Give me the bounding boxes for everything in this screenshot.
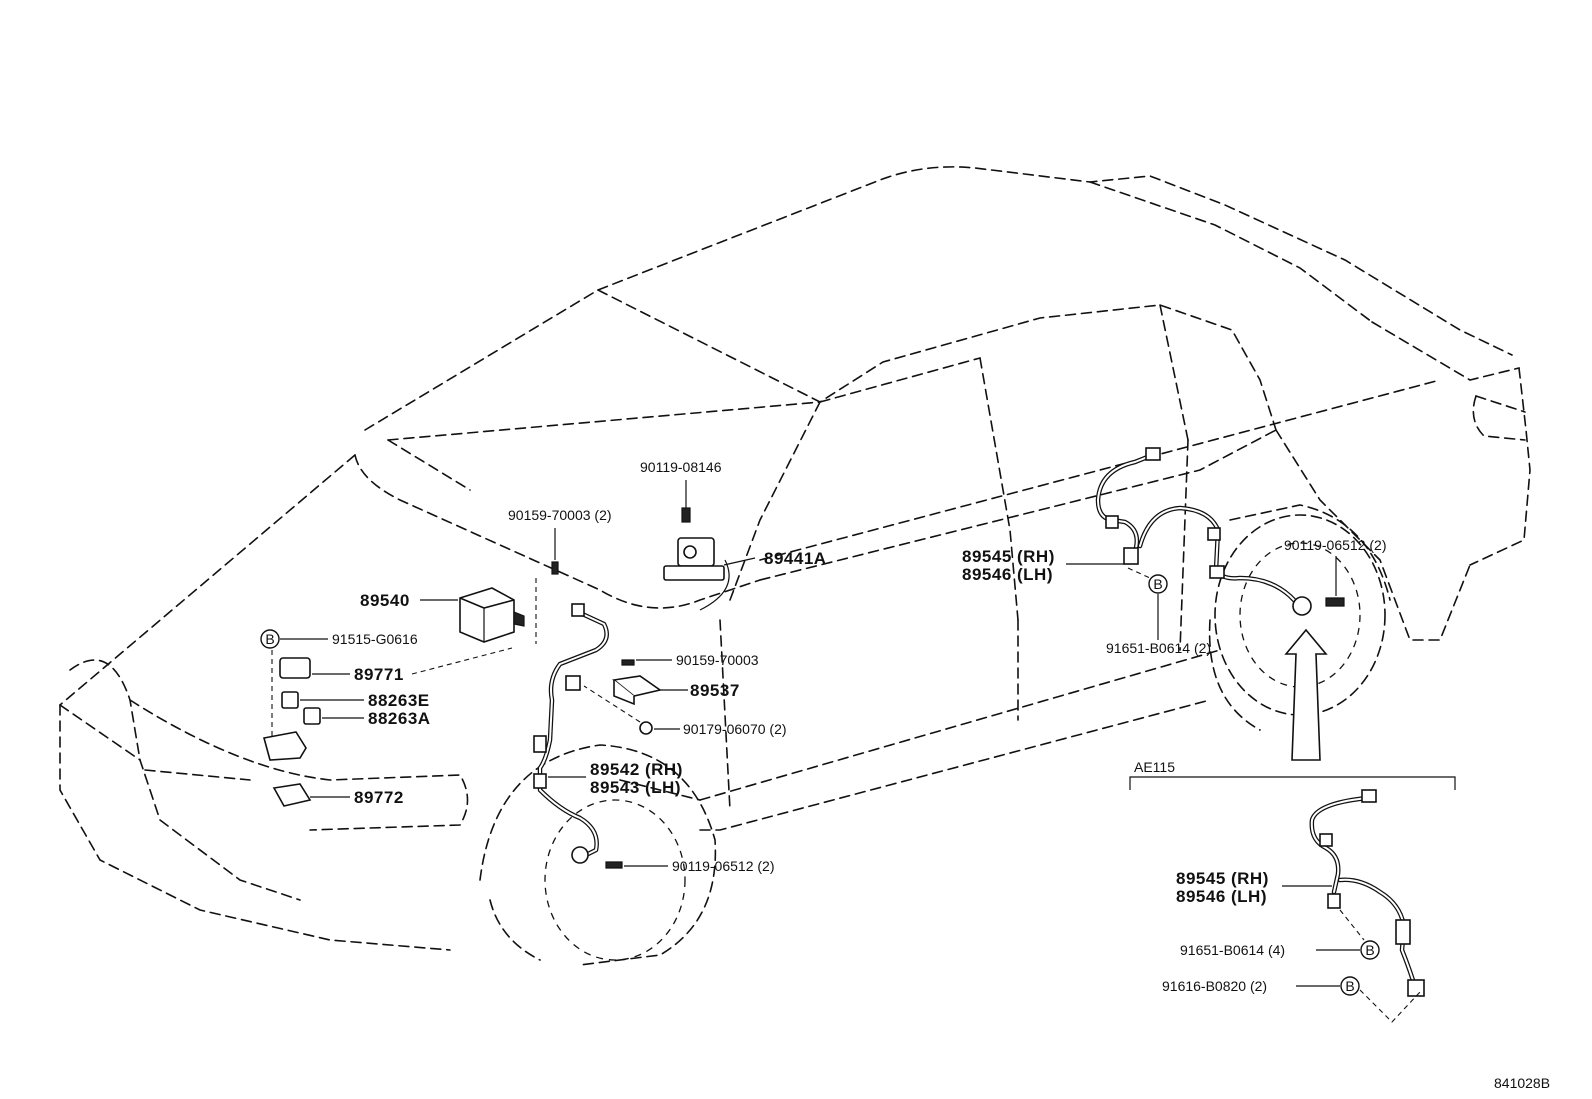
label-90159-70003-2: 90159-70003 (2)	[508, 507, 612, 523]
label-88263E: 88263E	[368, 691, 430, 710]
label-89441A: 89441A	[764, 549, 827, 568]
relay-89537: 89537	[612, 675, 740, 706]
inset-title: AE115	[1134, 759, 1175, 775]
inset-label-89546-lh: 89546 (LH)	[1176, 887, 1267, 906]
screw-90159-70003-2: 90159-70003 (2)	[508, 507, 612, 575]
relay-88263E: 88263E	[281, 691, 430, 710]
label-90119-06512-rear: 90119-06512 (2)	[1284, 537, 1386, 553]
inset-label-89545-rh: 89545 (RH)	[1176, 869, 1269, 888]
label-89537: 89537	[690, 681, 740, 700]
label-89772: 89772	[354, 788, 404, 807]
figure-code: 841028B	[1494, 1075, 1550, 1091]
label-89543-lh: 89543 (LH)	[590, 778, 681, 797]
label-88263A: 88263A	[368, 709, 431, 728]
relay-bracket	[262, 731, 307, 761]
inset-ae115: AE115 89545 (RH) 89546 (LH) B 91651-B061…	[1129, 759, 1456, 1023]
pointer-arrow	[1284, 628, 1328, 761]
front-speed-sensor-89542: 89542 (RH) 89543 (LH)	[533, 603, 683, 864]
relay-88263A: 88263A	[303, 707, 431, 728]
rear-speed-sensor-89545: 89545 (RH) 89546 (LH)	[962, 447, 1312, 616]
label-90119-06512-front: 90119-06512 (2)	[672, 858, 774, 874]
relay-89771: 89771	[279, 647, 513, 684]
label-89771: 89771	[354, 665, 404, 684]
bolt-91651-B0614-2: B 91651-B0614 (2)	[1106, 574, 1211, 656]
label-91651-B0614-2: 91651-B0614 (2)	[1106, 640, 1211, 656]
relay-block-89772: 89772	[272, 783, 404, 807]
abs-ecu-89540: 89540	[360, 578, 537, 644]
nut-90179-06070-2: 90179-06070 (2)	[583, 685, 787, 737]
ref-marker-b: B	[1153, 576, 1162, 592]
front-wheel	[479, 744, 717, 966]
label-89542-rh: 89542 (RH)	[590, 760, 683, 779]
height-sensor-89441A: 89441A	[663, 537, 827, 611]
label-89545-rh: 89545 (RH)	[962, 547, 1055, 566]
label-90119-08146: 90119-08146	[640, 459, 722, 475]
car-body-outline	[59, 166, 1531, 951]
inset-label-91616-B0820-2: 91616-B0820 (2)	[1162, 978, 1267, 994]
label-90179-06070-2: 90179-06070 (2)	[683, 721, 787, 737]
ref-marker-b: B	[1365, 942, 1374, 958]
ref-marker-b: B	[1345, 978, 1354, 994]
label-89546-lh: 89546 (LH)	[962, 565, 1053, 584]
bolt-90119-06512-rear: 90119-06512 (2)	[1284, 537, 1386, 607]
label-90159-70003: 90159-70003	[676, 652, 759, 668]
screw-90159-70003: 90159-70003	[621, 652, 759, 668]
ref-marker-b: B	[265, 631, 274, 647]
label-89540: 89540	[360, 591, 410, 610]
inset-label-91651-B0614-4: 91651-B0614 (4)	[1180, 942, 1285, 958]
label-91515-G0616: 91515-G0616	[332, 631, 418, 647]
bolt-91515-G0616: B 91515-G0616	[260, 629, 418, 740]
bolt-90119-08146: 90119-08146	[640, 459, 722, 523]
bolt-90119-06512-front: 90119-06512 (2)	[605, 858, 774, 874]
